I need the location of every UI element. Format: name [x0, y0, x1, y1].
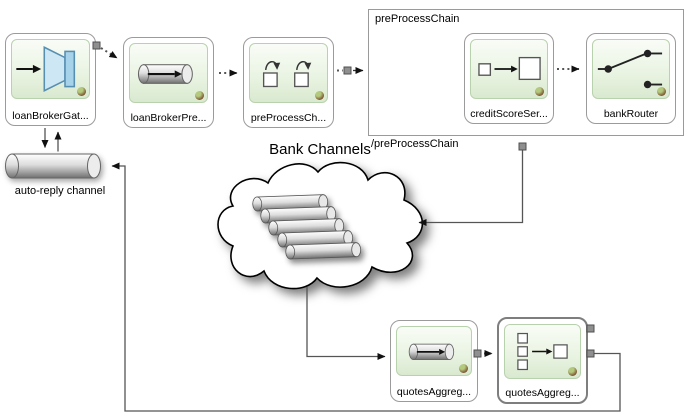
node-label: quotesAggreg...	[396, 386, 472, 398]
node-label: loanBrokerPre...	[130, 112, 207, 124]
auto-reply-channel-cylinder	[5, 153, 101, 179]
node-label: creditScoreSer...	[470, 108, 548, 120]
spring-badge-icon	[657, 87, 666, 96]
dotted-connector-gateway-to-pre-channel	[100, 47, 118, 59]
bank-channel-cylinder	[285, 242, 362, 260]
bank-channel-cylinders	[252, 194, 362, 260]
bank-channel-cylinder	[252, 194, 329, 212]
port-aggregator-out-top[interactable]	[586, 324, 595, 333]
spring-badge-icon	[195, 91, 204, 100]
node-label: preProcessCh...	[250, 112, 327, 124]
node-quotes-aggregator[interactable]: quotesAggreg...	[497, 317, 588, 404]
node-gateway[interactable]: loanBrokerGat...	[5, 33, 96, 126]
router-icon	[597, 49, 663, 89]
chain-open-tag-label: preProcessChain	[375, 13, 460, 25]
node-label: quotesAggreg...	[505, 387, 580, 399]
node-pre-process-chain-canvas	[249, 43, 328, 103]
gateway-icon	[16, 45, 76, 93]
service-activator-icon	[478, 56, 541, 81]
port-chain-in[interactable]	[343, 66, 352, 75]
port-chain-out[interactable]	[518, 142, 527, 151]
port-aggregator-out-bottom[interactable]	[586, 349, 595, 358]
channel-icon	[137, 64, 193, 84]
spring-badge-icon	[535, 87, 544, 96]
node-bank-router-canvas	[592, 39, 670, 99]
node-quotes-aggregator-canvas	[504, 324, 581, 379]
spring-badge-icon	[568, 367, 577, 376]
bank-channel-cylinder	[277, 230, 354, 248]
node-credit-score-service[interactable]: creditScoreSer...	[464, 33, 554, 124]
node-bank-router[interactable]: bankRouter	[586, 33, 676, 124]
node-gateway-canvas	[11, 39, 90, 99]
node-pre-process-chain[interactable]: preProcessCh...	[243, 37, 334, 128]
node-label: bankRouter	[603, 108, 659, 120]
bank-channels-cloud	[217, 161, 424, 290]
node-quotes-channel-canvas	[396, 326, 472, 376]
spring-badge-icon	[77, 87, 86, 96]
node-credit-score-service-canvas	[470, 39, 548, 99]
node-pre-channel[interactable]: loanBrokerPre...	[123, 37, 214, 128]
chain-close-tag-label: /preProcessChain	[371, 138, 459, 150]
connector-cloud-to-quotes-channel	[306, 287, 386, 360]
node-label: loanBrokerGat...	[12, 110, 89, 122]
connector-chain-to-cloud	[418, 150, 524, 226]
bank-channels-title: Bank Channels	[269, 141, 371, 158]
bank-channel-cylinder	[268, 218, 345, 236]
node-pre-channel-canvas	[129, 43, 208, 103]
spring-badge-icon	[459, 364, 468, 373]
chain-icon	[262, 61, 312, 88]
spring-badge-icon	[315, 91, 324, 100]
node-quotes-channel[interactable]: quotesAggreg...	[390, 320, 478, 402]
auto-reply-channel-label: auto-reply channel	[14, 185, 106, 197]
bank-channel-cylinder	[260, 206, 337, 224]
